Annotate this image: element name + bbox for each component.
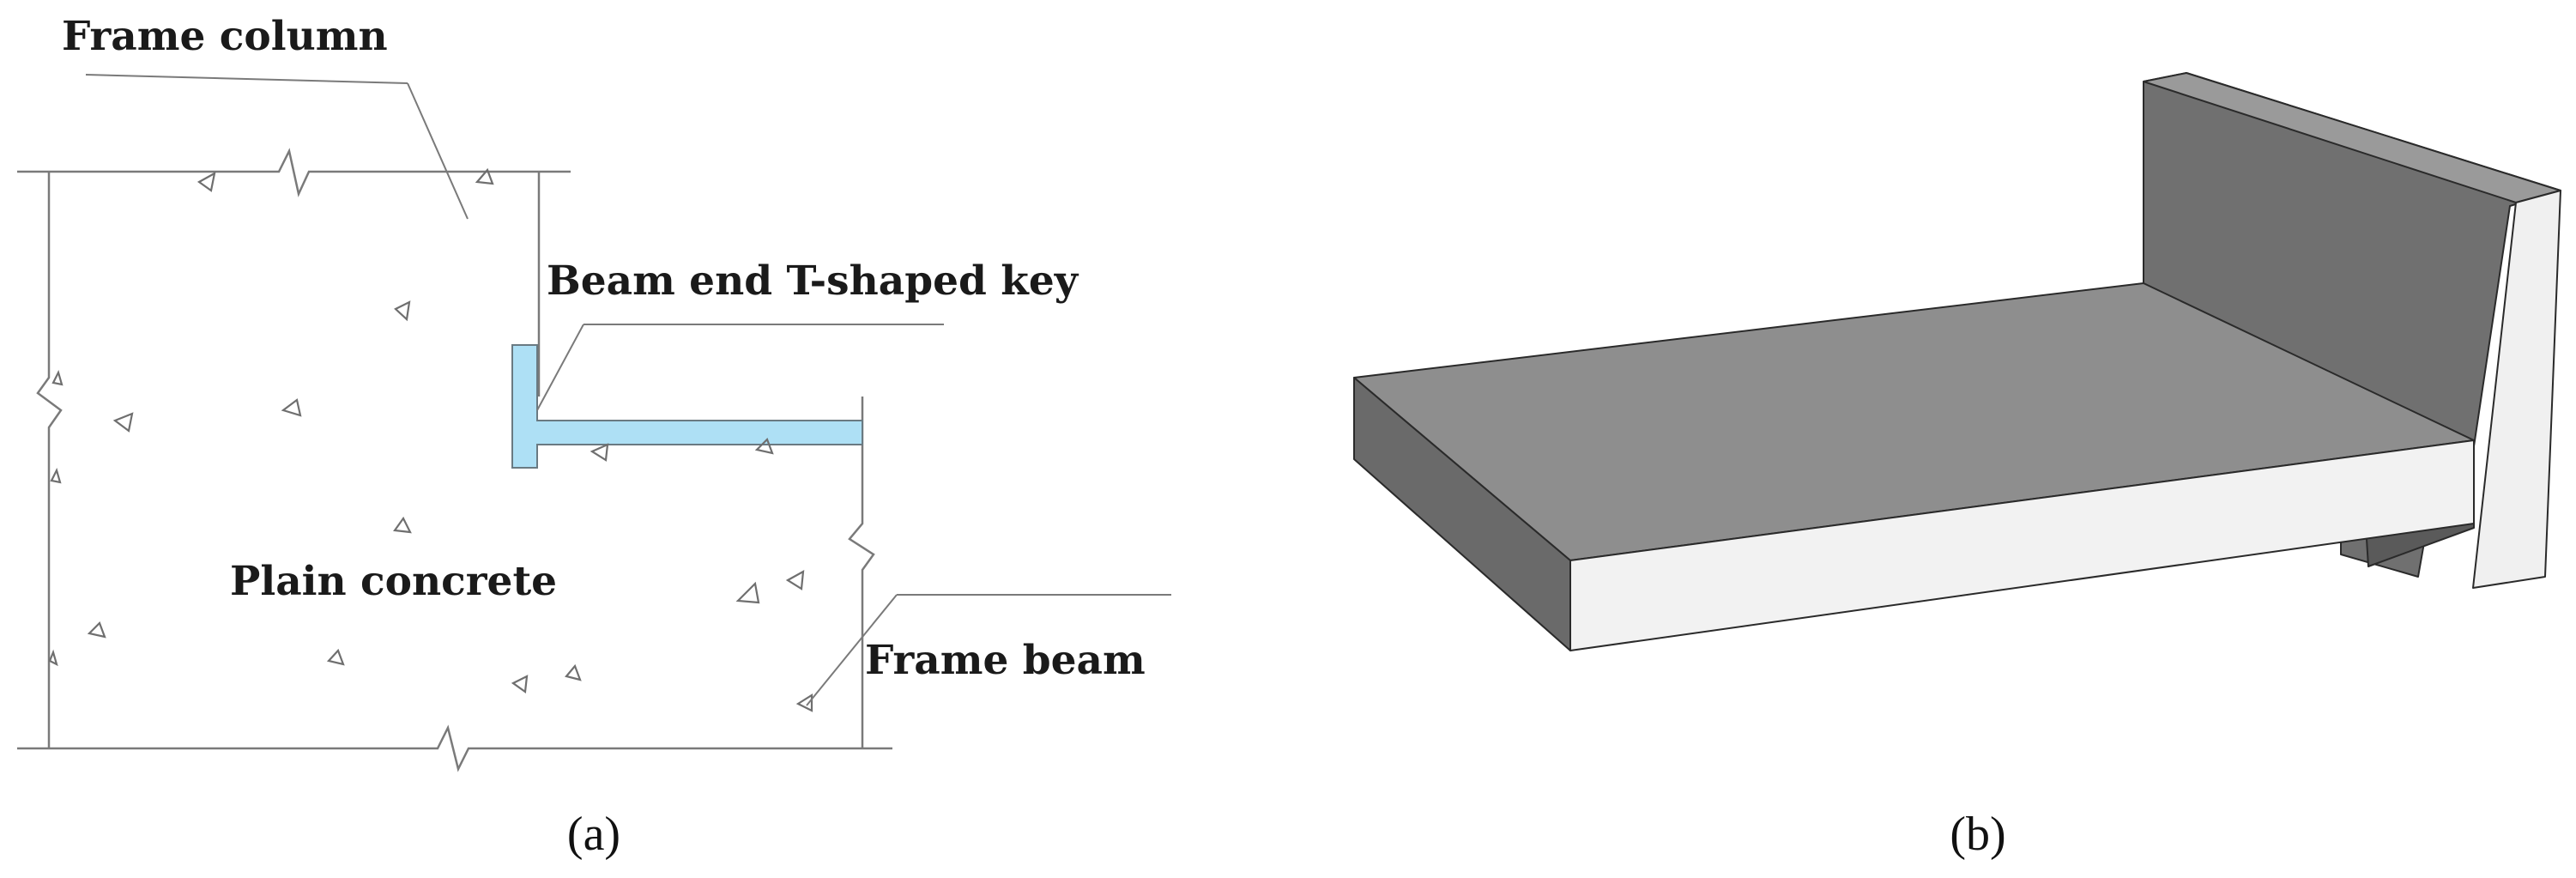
label-frame-beam: Frame beam (865, 637, 1146, 684)
caption-b: (b) (1950, 808, 2005, 861)
aggregate-marks (48, 167, 813, 712)
wall-edge-face (2472, 190, 2561, 589)
label-frame-column: Frame column (62, 13, 388, 60)
label-beam-end-key: Beam end T-shaped key (547, 257, 1079, 305)
caption-a: (a) (567, 808, 620, 861)
t-shaped-key (511, 344, 863, 469)
concrete-outline (17, 148, 892, 772)
slab-front-face (1569, 439, 2475, 651)
label-plain-concrete: Plain concrete (230, 558, 557, 605)
panel-b-3d-model: (b) (1353, 72, 2561, 861)
leader-lines (85, 74, 1171, 706)
panel-a-section-drawing: Frame column Beam end T-shaped key Plain… (17, 13, 1171, 861)
